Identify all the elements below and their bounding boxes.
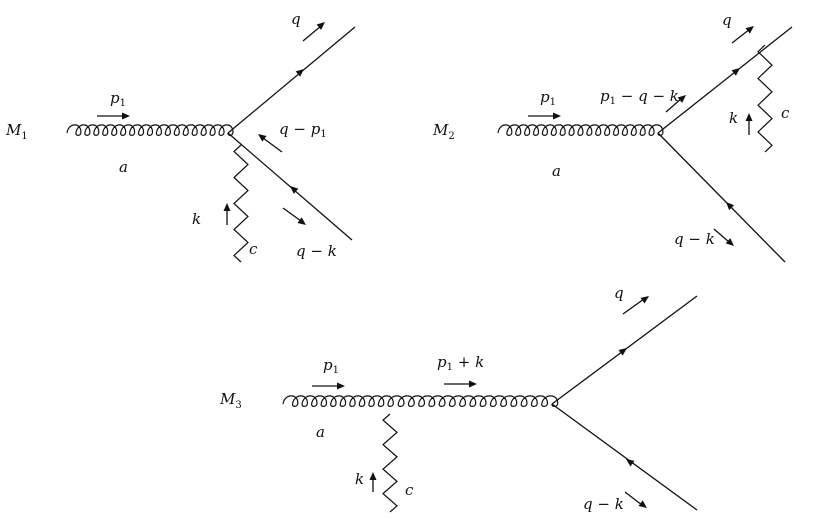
m2-antiquark-line	[657, 132, 786, 263]
m2-scalar-momentum-label: k	[729, 109, 738, 127]
m1-label: M1	[5, 121, 28, 142]
m1-scalar-line	[233, 144, 249, 263]
m3-quark-label: q	[614, 284, 624, 302]
m3-scalar-momentum-arrowhead	[369, 472, 377, 480]
m2-label: M2	[432, 121, 455, 142]
m2-gluon-color-label: a	[552, 162, 561, 180]
m1-gluon-momentum-label: p1	[110, 89, 126, 109]
m1-antiquark-arrowhead	[290, 186, 299, 194]
m2-scalar-line	[757, 44, 773, 153]
diagram-m2: M2 p1 a q p1 − q − k q − k k c	[432, 11, 793, 263]
m3-internal-momentum-label: p1 + k	[437, 353, 484, 373]
m1-gluon-momentum-arrowhead	[122, 112, 130, 120]
m2-quark-momentum-arrowhead	[745, 26, 754, 34]
m2-internal-momentum-label: p1 − q − k	[600, 87, 679, 107]
m3-scalar-line	[382, 413, 398, 513]
m3-scalar-color-label: c	[405, 481, 414, 499]
m1-quark-momentum-arrowhead	[316, 22, 325, 30]
m3-gluon-line-internal	[387, 395, 559, 407]
m2-antiquark-out-arrowhead	[725, 238, 734, 246]
m2-quark-momentum-arrow	[731, 28, 751, 44]
m2-gluon-line	[497, 124, 664, 136]
m2-gluon-momentum-arrowhead	[553, 112, 561, 120]
m3-quark-momentum-arrowhead	[640, 296, 649, 304]
m1-quark-line	[227, 26, 356, 134]
diagram-m3: M3 p1 a p1 + k q q − k k c	[219, 284, 698, 513]
m3-gluon-line-incoming	[282, 395, 394, 407]
m3-antiquark-out-label: q − k	[583, 495, 624, 513]
m1-antiquark-out-label: q − k	[296, 242, 337, 260]
m2-gluon-momentum-label: p1	[540, 88, 556, 108]
m1-gluon-color-label: a	[119, 158, 128, 176]
m1-scalar-momentum-arrowhead	[223, 203, 231, 211]
m2-internal-momentum-arrow	[665, 97, 683, 113]
m1-scalar-momentum-label: k	[192, 210, 201, 228]
m3-quark-arrowhead	[618, 348, 627, 356]
m3-internal-momentum-arrowhead	[469, 380, 477, 388]
m3-gluon-momentum-label: p1	[323, 356, 339, 376]
m1-gluon-line	[66, 124, 234, 136]
m1-antiquark-momentum-label: q − p1	[279, 120, 327, 140]
m1-quark-arrowhead	[295, 69, 304, 77]
m3-scalar-momentum-label: k	[355, 470, 364, 488]
m1-antiquark-line	[227, 132, 353, 241]
m2-scalar-color-label: c	[781, 104, 790, 122]
m2-internal-momentum-arrowhead	[677, 95, 686, 103]
m1-quark-label: q	[291, 10, 301, 28]
m2-scalar-momentum-arrowhead	[745, 113, 753, 121]
m3-label: M3	[219, 390, 242, 411]
m1-scalar-color-label: c	[249, 240, 258, 258]
m2-antiquark-out-arrow	[713, 228, 730, 243]
m3-gluon-color-label: a	[316, 423, 325, 441]
m3-antiquark-line	[551, 403, 698, 511]
m2-quark-label: q	[722, 11, 732, 29]
m2-antiquark-arrowhead	[726, 202, 735, 211]
diagram-m1: M1 p1 a q q − p1 q − k k c	[5, 10, 356, 263]
m3-quark-momentum-arrow	[622, 298, 645, 315]
m1-antiquark-momentum-arrowhead	[258, 134, 267, 142]
m2-quark-line	[657, 26, 793, 134]
m3-antiquark-out-arrow	[624, 491, 643, 506]
m1-quark-momentum-arrow	[302, 25, 322, 42]
m2-quark-arrowhead	[731, 68, 740, 76]
m3-gluon-momentum-arrowhead	[337, 382, 345, 390]
m1-antiquark-momentum-arrow	[262, 137, 283, 153]
m3-antiquark-out-arrowhead	[638, 500, 647, 508]
m1-antiquark-out-arrow	[282, 207, 302, 222]
m2-antiquark-out-label: q − k	[674, 230, 715, 248]
m1-antiquark-out-arrowhead	[297, 217, 306, 225]
m3-antiquark-arrowhead	[626, 459, 635, 467]
